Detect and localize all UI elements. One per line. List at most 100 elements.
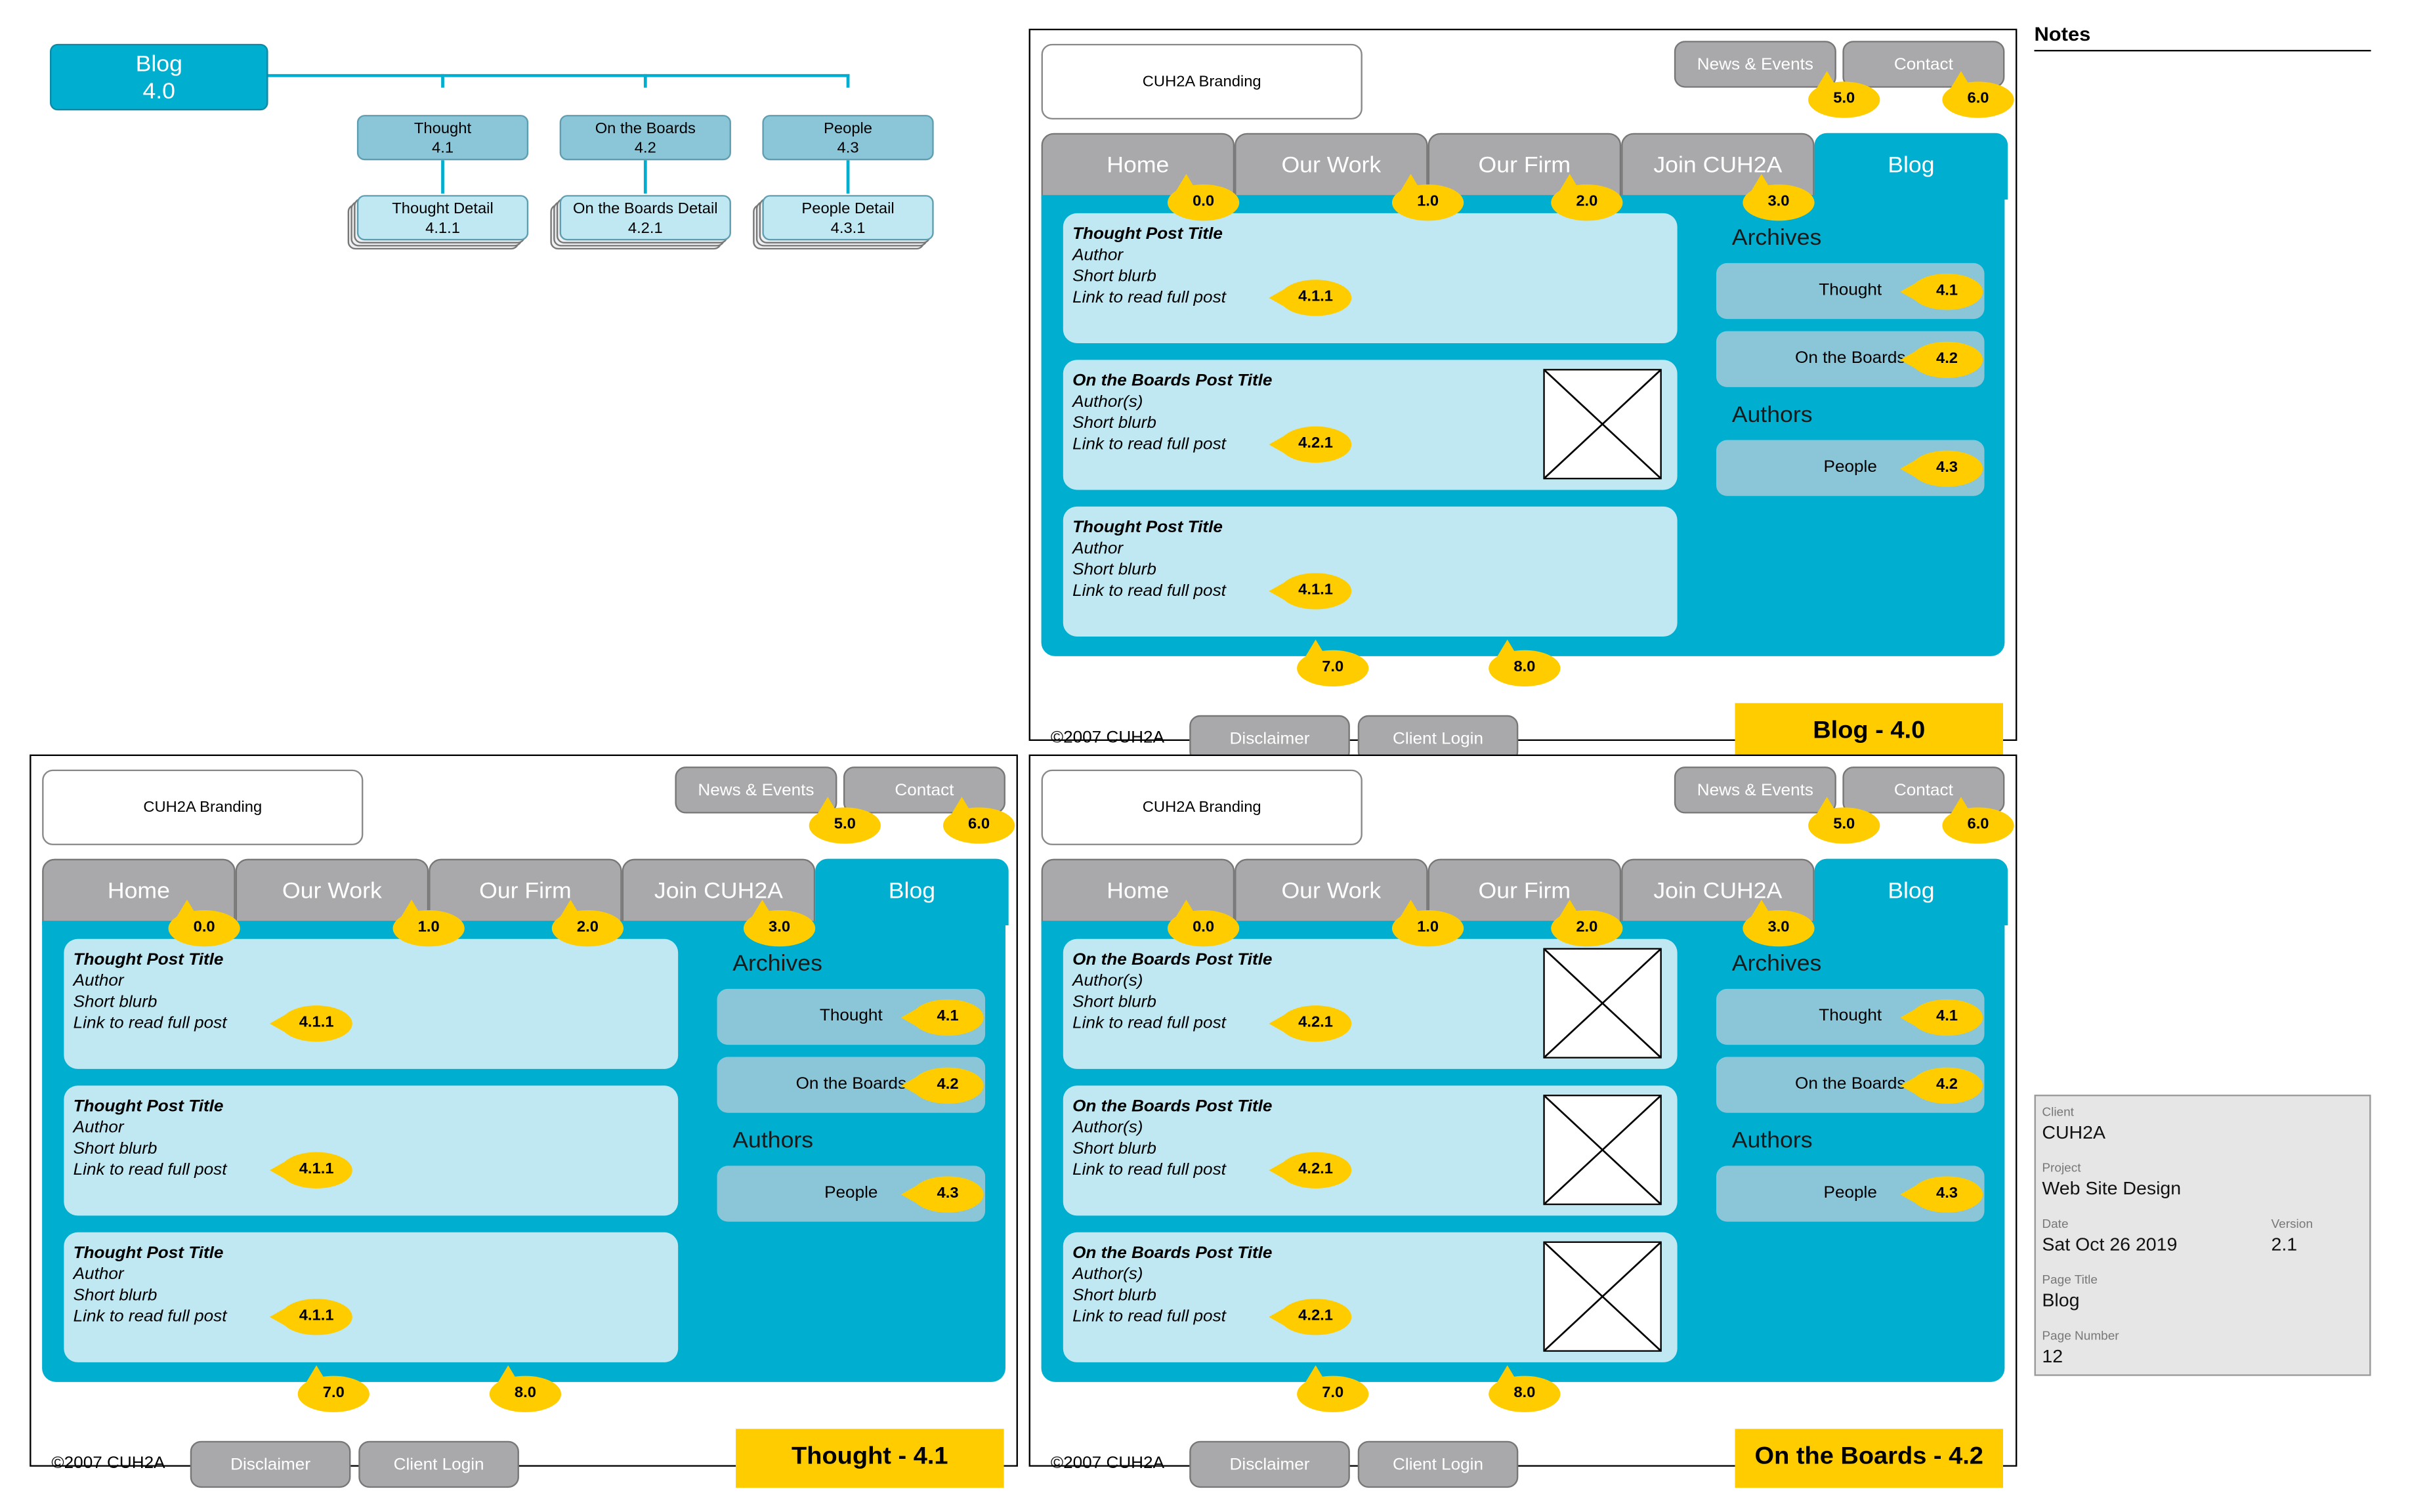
connector-line: [441, 74, 444, 88]
copyright-text: ©2007 CUH2A: [51, 1454, 165, 1473]
post-link[interactable]: Link to read full post: [1072, 289, 1226, 307]
post-card[interactable]: On the Boards Post Title Author(s) Short…: [1063, 938, 1678, 1069]
post-title: Thought Post Title: [1072, 225, 1223, 243]
sitemap-node-label: Thought: [413, 121, 472, 138]
callout-badge: 4.2: [1900, 341, 1983, 378]
callout-badge: 4.1.1: [269, 1005, 352, 1042]
post-author: Author(s): [1072, 1118, 1143, 1137]
post-title: Thought Post Title: [73, 1244, 224, 1263]
tab-our-work[interactable]: Our Work: [235, 858, 429, 926]
sitemap-detail-label: People Detail: [801, 201, 895, 218]
post-link[interactable]: Link to read full post: [73, 1014, 227, 1033]
content-area: On the Boards Post Title Author(s) Short…: [1041, 921, 2005, 1382]
post-link[interactable]: Link to read full post: [1072, 1014, 1226, 1033]
post-link[interactable]: Link to read full post: [1072, 435, 1226, 454]
authors-heading: Authors: [1731, 1127, 1813, 1154]
sitemap-node-label: On the Boards: [595, 121, 696, 138]
sitemap-root-label: Blog: [135, 51, 182, 77]
callout-badge: 1.0: [1391, 173, 1464, 221]
tab-our-work[interactable]: Our Work: [1235, 858, 1428, 926]
contact-button[interactable]: Contact: [1842, 766, 2005, 814]
post-title: On the Boards Post Title: [1072, 1244, 1273, 1263]
post-title: Thought Post Title: [73, 951, 224, 969]
copyright-text: ©2007 CUH2A: [1050, 1454, 1165, 1473]
client-value: CUH2A: [2042, 1122, 2106, 1143]
authors-heading: Authors: [732, 1127, 814, 1154]
post-title: Thought Post Title: [73, 1097, 224, 1116]
disclaimer-button[interactable]: Disclaimer: [190, 1440, 351, 1488]
post-card[interactable]: On the Boards Post Title Author(s) Short…: [1063, 1232, 1678, 1362]
page-number-label: Page Number: [2042, 1329, 2119, 1343]
callout-badge: 5.0: [1808, 71, 1880, 118]
post-link[interactable]: Link to read full post: [73, 1307, 227, 1326]
image-placeholder-icon: [1543, 1241, 1662, 1352]
post-author: Author(s): [1072, 1265, 1143, 1284]
post-author: Author: [1072, 539, 1124, 558]
post-author: Author(s): [1072, 972, 1143, 991]
client-login-button[interactable]: Client Login: [1357, 715, 1519, 763]
post-card[interactable]: Thought Post Title Author Short blurb Li…: [64, 1085, 679, 1216]
disclaimer-button[interactable]: Disclaimer: [1189, 1440, 1350, 1488]
callout-badge: 3.0: [1743, 173, 1815, 221]
disclaimer-button[interactable]: Disclaimer: [1189, 715, 1350, 763]
post-card[interactable]: Thought Post Title Author Short blurb Li…: [1063, 506, 1678, 637]
callout-badge: 4.1: [900, 999, 984, 1036]
content-area: Thought Post Title Author Short blurb Li…: [1041, 195, 2005, 656]
tab-join-cuh2a[interactable]: Join CUH2A: [622, 858, 816, 926]
post-author: Author: [73, 1265, 124, 1284]
wireframe-panel-thought: CUH2A Branding News & Events Contact 5.0…: [30, 754, 1018, 1488]
sitemap-node-number: 4.3: [837, 140, 859, 158]
post-title: Thought Post Title: [1072, 518, 1223, 537]
contact-button[interactable]: Contact: [1842, 41, 2005, 88]
branding-placeholder: CUH2A Branding: [1041, 43, 1363, 120]
tab-home[interactable]: Home: [42, 858, 236, 926]
callout-badge: 4.2: [900, 1067, 984, 1104]
tab-blog[interactable]: Blog: [815, 858, 1009, 926]
callout-badge: 4.1: [1900, 274, 1983, 310]
post-author: Author: [1072, 246, 1124, 265]
connector-line: [643, 74, 647, 88]
tab-blog[interactable]: Blog: [1814, 858, 2008, 926]
post-link[interactable]: Link to read full post: [1072, 582, 1226, 600]
callout-badge: 6.0: [1942, 797, 2014, 844]
callout-badge: 6.0: [942, 797, 1015, 844]
page-label: On the Boards - 4.2: [1735, 1429, 2004, 1488]
post-title: On the Boards Post Title: [1072, 1097, 1273, 1116]
callout-badge: 4.3: [900, 1176, 984, 1213]
post-card[interactable]: On the Boards Post Title Author(s) Short…: [1063, 360, 1678, 490]
post-card[interactable]: On the Boards Post Title Author(s) Short…: [1063, 1085, 1678, 1216]
sitemap-root-blog: Blog 4.0: [50, 43, 268, 111]
post-link[interactable]: Link to read full post: [1072, 1161, 1226, 1180]
post-link[interactable]: Link to read full post: [73, 1161, 227, 1180]
post-card[interactable]: Thought Post Title Author Short blurb Li…: [64, 1232, 679, 1362]
post-title: On the Boards Post Title: [1072, 951, 1273, 969]
contact-button[interactable]: Contact: [843, 766, 1005, 814]
sitemap-detail-thought: Thought Detail 4.1.1: [356, 195, 529, 241]
connector-line: [268, 74, 850, 77]
client-login-button[interactable]: Client Login: [358, 1440, 519, 1488]
tab-blog[interactable]: Blog: [1814, 133, 2008, 200]
tab-our-work[interactable]: Our Work: [1235, 133, 1428, 200]
news-events-button[interactable]: News & Events: [1674, 41, 1836, 88]
callout-badge: 0.0: [1167, 899, 1240, 947]
wireframe-panel-on-the-boards: CUH2A Branding News & Events Contact 5.0…: [1028, 754, 2018, 1488]
news-events-button[interactable]: News & Events: [1674, 766, 1836, 814]
archives-heading: Archives: [1731, 951, 1822, 977]
tab-join-cuh2a[interactable]: Join CUH2A: [1621, 133, 1815, 200]
callout-badge: 7.0: [1297, 1365, 1369, 1412]
sitemap-detail-people: People Detail 4.3.1: [762, 195, 934, 241]
image-placeholder-icon: [1543, 369, 1662, 480]
client-login-button[interactable]: Client Login: [1357, 1440, 1519, 1488]
sitemap-root-number: 4.0: [142, 78, 176, 104]
post-link[interactable]: Link to read full post: [1072, 1307, 1226, 1326]
callout-badge: 7.0: [1297, 639, 1369, 687]
news-events-button[interactable]: News & Events: [675, 766, 837, 814]
page-title-value: Blog: [2042, 1290, 2080, 1311]
callout-badge: 6.0: [1942, 71, 2014, 118]
post-card[interactable]: Thought Post Title Author Short blurb Li…: [1063, 213, 1678, 344]
tab-home[interactable]: Home: [1041, 133, 1235, 200]
post-card[interactable]: Thought Post Title Author Short blurb Li…: [64, 938, 679, 1069]
version-label: Version: [2271, 1217, 2313, 1231]
post-blurb: Short blurb: [1072, 267, 1156, 286]
